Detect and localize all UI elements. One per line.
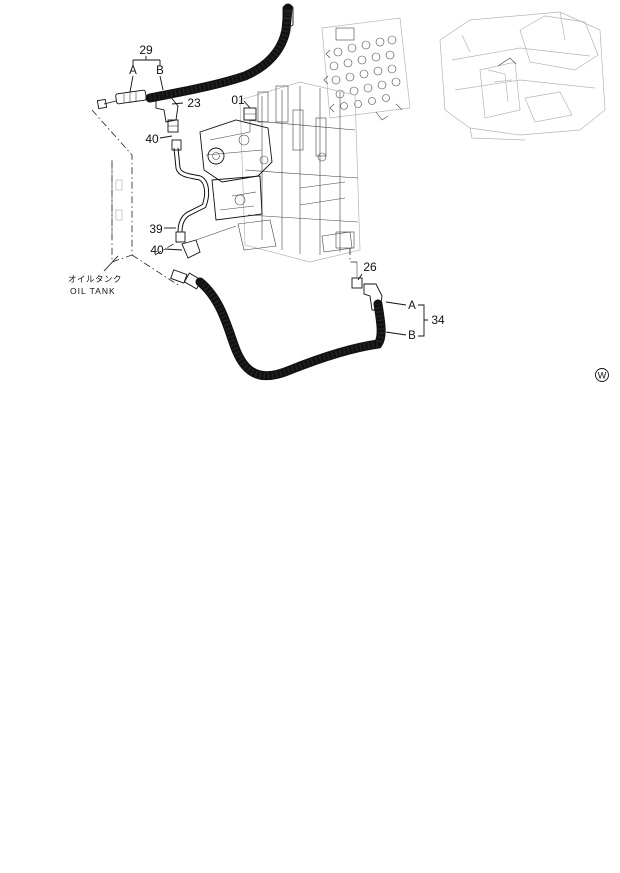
callout-39: 39 [149, 222, 163, 236]
fitting-01 [243, 107, 257, 132]
callout-40-lower: 40 [150, 243, 164, 257]
machine-overview-sketch [439, 11, 606, 141]
callout-01: 01 [231, 93, 245, 107]
elbow-fitting-23 [155, 95, 179, 133]
callout-26: 26 [363, 260, 377, 274]
callout-29: 29 [139, 43, 153, 57]
hose-end-a-upper: A [129, 65, 137, 77]
callout-23: 23 [187, 96, 201, 110]
main-valve-body [239, 81, 361, 263]
variant-mark-letter: W [598, 371, 607, 381]
lower-return-hose [170, 248, 386, 381]
leader-lines [103, 56, 428, 337]
variant-mark-badge: W [595, 368, 609, 382]
pump-manifold [199, 119, 277, 251]
callout-40-upper: 40 [145, 132, 159, 146]
control-valve-block [321, 17, 411, 121]
oil-tank-label-jp: オイルタンク [68, 274, 122, 284]
callout-34: 34 [431, 313, 445, 327]
hose-end-a-lower: A [408, 300, 416, 312]
hose-end-b-lower: B [408, 330, 416, 342]
oil-tank-outline [91, 109, 181, 286]
upper-suction-hose [96, 3, 294, 110]
hose-end-b-upper: B [156, 65, 164, 77]
oil-tank-label-en: OIL TANK [70, 286, 116, 296]
pipe-39 [171, 139, 237, 259]
